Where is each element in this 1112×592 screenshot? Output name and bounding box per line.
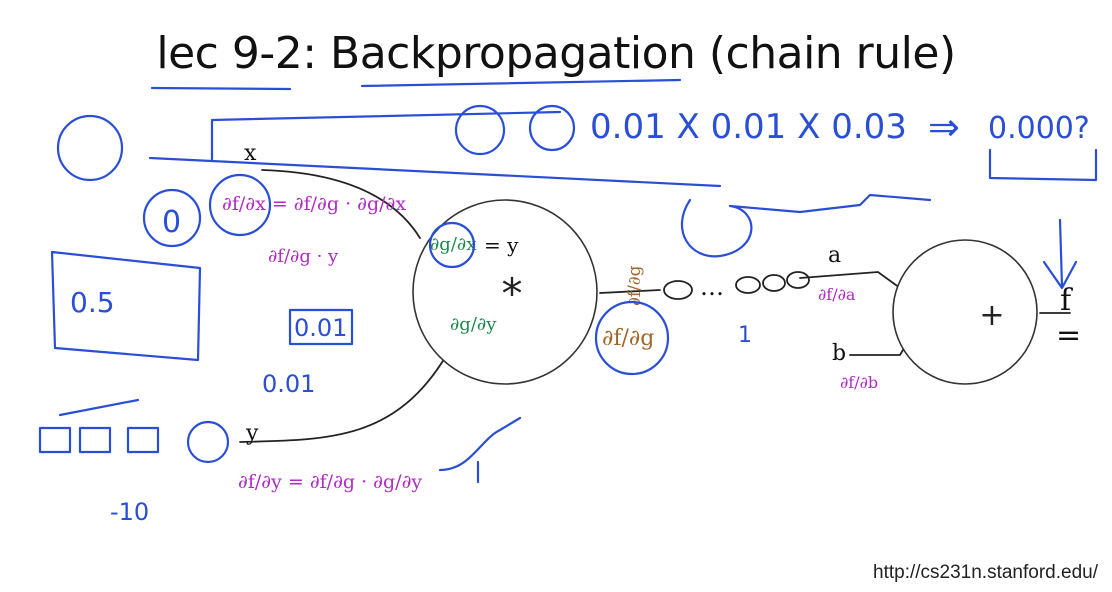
multiply-gate-symbol: * bbox=[502, 269, 523, 318]
dfdg-label-top: ∂f/∂g bbox=[625, 265, 645, 306]
input-b-label: b bbox=[832, 341, 846, 366]
implies-arrow: ⇒ bbox=[928, 105, 960, 149]
dfdg-times-y-label: ∂f/∂g · y bbox=[268, 246, 339, 267]
half-note: 0.5 bbox=[70, 286, 115, 319]
input-a-label: a bbox=[828, 243, 841, 268]
gate-chain bbox=[663, 271, 810, 300]
result-note: 0.000? bbox=[988, 111, 1090, 146]
title-underline-right bbox=[360, 78, 682, 88]
val-001-lower-note: 0.01 bbox=[262, 370, 315, 398]
circle-mark-6 bbox=[186, 420, 230, 464]
source-url: http://cs231n.stanford.edu/ bbox=[873, 562, 1098, 583]
sigmoid-scribble bbox=[438, 416, 522, 484]
edge-y-to-multiply bbox=[239, 355, 447, 443]
circle-mark-2 bbox=[528, 104, 576, 152]
title-underline-left bbox=[150, 86, 292, 91]
circle-mark-3 bbox=[56, 114, 124, 182]
chain-ellipsis: … bbox=[700, 273, 724, 301]
input-y-label: y bbox=[245, 421, 259, 446]
circle-mark-1 bbox=[454, 104, 506, 156]
edge-chain-to-a bbox=[799, 271, 901, 289]
add-gate-symbol: + bbox=[979, 298, 1004, 333]
zero-note: 0 bbox=[162, 205, 181, 240]
chain-product-note: 0.01 X 0.01 X 0.03 bbox=[590, 107, 907, 147]
multiply-gate bbox=[412, 199, 598, 385]
input-x-label: x bbox=[244, 141, 257, 166]
circle-dfdg bbox=[594, 300, 670, 376]
result-bracket bbox=[988, 148, 1098, 182]
dfdy-chain-label: ∂f/∂y = ∂f/∂g · ∂g/∂y bbox=[238, 471, 422, 493]
edge-x-to-multiply bbox=[261, 169, 421, 239]
arrow-to-boxes bbox=[58, 398, 140, 417]
val-001-note: 0.01 bbox=[294, 314, 347, 342]
edge-multiply-to-chain bbox=[599, 289, 661, 294]
output-f-label: f bbox=[1060, 283, 1073, 318]
slide-title: lec 9-2: Backpropagation (chain rule) bbox=[156, 28, 956, 79]
output-equals-mark: = bbox=[1056, 318, 1081, 353]
left-box bbox=[50, 250, 202, 362]
circle-dgdx bbox=[428, 221, 476, 269]
left-chain-boxes bbox=[38, 426, 160, 454]
top-bracket-line bbox=[148, 110, 722, 188]
dgdy-label: ∂g/∂y bbox=[450, 314, 497, 335]
add-gate bbox=[892, 239, 1038, 385]
dfdb-label: ∂f/∂b bbox=[840, 373, 878, 392]
circle-mark-5 bbox=[208, 173, 272, 237]
dgdx-label: ∂g/∂x bbox=[430, 234, 476, 255]
val-box bbox=[288, 308, 354, 346]
equals-y-label: = y bbox=[484, 233, 519, 257]
dfdg-label-circled: ∂f/∂g bbox=[602, 326, 654, 351]
tick-one-note: 1 bbox=[738, 323, 752, 348]
dfdx-chain-label: ∂f/∂x = ∂f/∂g · ∂g/∂x bbox=[222, 193, 406, 215]
neg10-note: -10 bbox=[110, 498, 149, 526]
dfda-label: ∂f/∂a bbox=[818, 285, 856, 304]
loop-scribble bbox=[680, 193, 932, 258]
down-arrow bbox=[1042, 218, 1078, 290]
circle-mark-4 bbox=[142, 188, 202, 248]
